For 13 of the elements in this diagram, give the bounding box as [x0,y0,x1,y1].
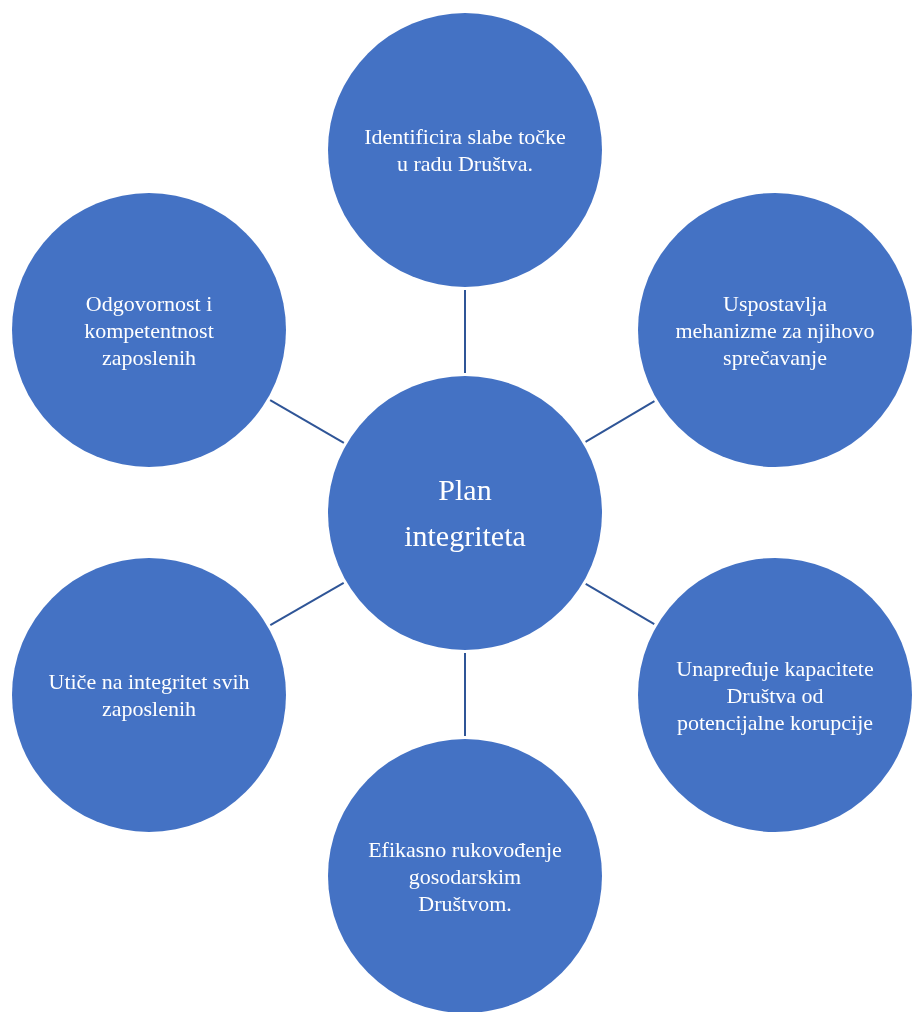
node-text: Plan integriteta [403,472,527,554]
connector-line [464,652,466,737]
connector-line [584,582,656,626]
connector-line [269,581,345,627]
node-text: Unapređuje kapacitete Društva od potencijalne korupcije [675,654,875,736]
connector-line [584,400,656,443]
connector-line [464,289,466,374]
node-text: Utiče na integritet svih zaposlenih [47,668,251,722]
node-text: Identificira slabe točke u radu Društva. [363,123,567,177]
node-text: Uspostavlja mehanizme za njihovo sprečavanje [674,289,876,371]
node-text: Odgovornost i kompetentnost zaposlenih [83,289,215,371]
node-text: Efikasno rukovođenje gosodarskim Društvom. [367,835,563,917]
connector-line [269,399,345,444]
